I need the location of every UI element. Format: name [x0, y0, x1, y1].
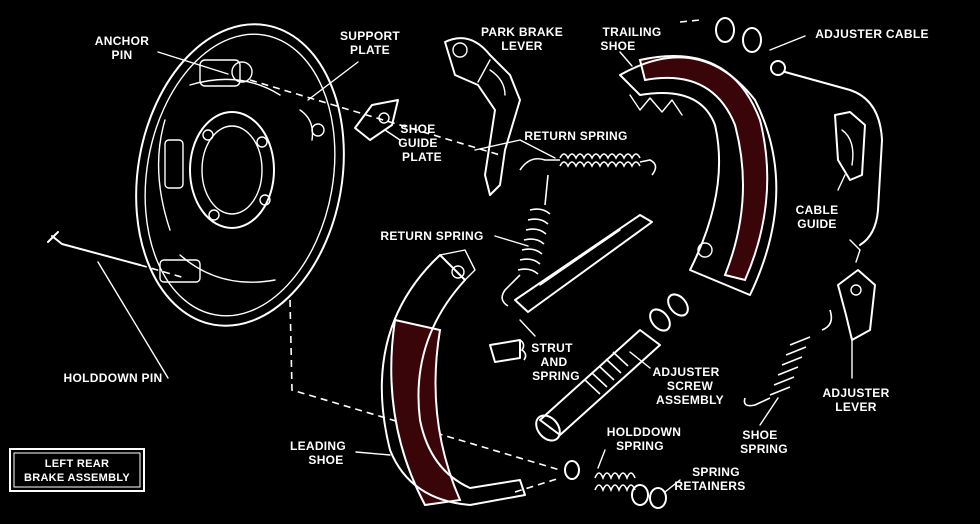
label-holddown-pin-line1: HOLDDOWN PIN [64, 371, 163, 385]
label-leading-shoe-line1: LEADING [290, 439, 346, 453]
label-spring-retainers: SPRING RETAINERS [674, 465, 745, 493]
label-adjuster-screw-assembly-line1: ADJUSTER [652, 365, 719, 379]
shoe-guide-plate-part [354, 99, 399, 141]
label-shoe-spring-line2: SPRING [740, 442, 788, 456]
leading-shoe-part [380, 249, 526, 507]
label-support-plate-line2: PLATE [350, 43, 390, 57]
adjuster-lever-part [837, 269, 876, 341]
strut-and-spring-part [489, 214, 653, 363]
adjuster-cable-part [770, 60, 883, 263]
label-cable-guide-line2: GUIDE [797, 217, 837, 231]
label-shoe-guide-plate: SHOE GUIDE PLATE [398, 122, 442, 164]
label-adjuster-screw-assembly: ADJUSTER SCREW ASSEMBLY [652, 365, 724, 407]
return-spring-top-part [519, 153, 657, 176]
label-anchor-pin-line1: ANCHOR [95, 34, 149, 48]
return-spring-mid-part [501, 174, 551, 307]
label-return-spring-mid: RETURN SPRING [380, 229, 483, 243]
top-washers-part [679, 17, 762, 53]
trailing-shoe-part [619, 55, 778, 296]
label-leading-shoe-line2: SHOE [308, 453, 343, 467]
label-support-plate: SUPPORT PLATE [340, 29, 400, 57]
label-strut-and-spring-line2: AND [541, 355, 568, 369]
label-strut-and-spring-line1: STRUT [531, 341, 573, 355]
label-shoe-spring: SHOE SPRING [740, 428, 788, 456]
label-shoe-spring-line1: SHOE [742, 428, 777, 442]
label-return-spring-top: RETURN SPRING [524, 129, 627, 143]
label-park-brake-lever-line1: PARK BRAKE [481, 25, 563, 39]
label-park-brake-lever-line2: LEVER [501, 39, 543, 53]
label-trailing-shoe-line1: TRAILING [602, 25, 661, 39]
label-anchor-pin-line2: PIN [112, 48, 133, 62]
holddown-guide-line [289, 299, 561, 471]
caption-line1: LEFT REAR [45, 458, 109, 470]
label-adjuster-lever: ADJUSTER LEVER [822, 386, 889, 414]
label-holddown-spring-line1: HOLDDOWN [607, 425, 681, 439]
adjuster-screw-assembly-part [535, 293, 689, 442]
label-park-brake-lever: PARK BRAKE LEVER [481, 25, 563, 53]
cable-guide-part [834, 111, 866, 181]
label-adjuster-cable: ADJUSTER CABLE [815, 27, 929, 41]
label-leading-shoe: LEADING SHOE [290, 439, 346, 467]
caption-line2: BRAKE ASSEMBLY [24, 472, 130, 484]
anchor-guide-line [249, 79, 501, 156]
label-cable-guide-line1: CABLE [796, 203, 839, 217]
leader-lines [97, 35, 853, 493]
label-shoe-guide-plate-line1: SHOE [400, 122, 435, 136]
label-holddown-pin: HOLDDOWN PIN [64, 371, 163, 385]
label-holddown-spring: HOLDDOWN SPRING [607, 425, 681, 453]
label-trailing-shoe-line2: SHOE [600, 39, 635, 53]
park-brake-lever-part [444, 37, 521, 196]
label-return-spring-mid-line1: RETURN SPRING [380, 229, 483, 243]
label-strut-and-spring-line3: SPRING [532, 369, 580, 383]
shoe-spring-part [743, 309, 833, 407]
label-strut-and-spring: STRUT AND SPRING [531, 341, 580, 383]
support-plate-part [135, 23, 345, 327]
holddown-spring-part [514, 460, 667, 509]
label-trailing-shoe: TRAILING SHOE [600, 25, 661, 53]
caption-box: LEFT REAR BRAKE ASSEMBLY [9, 448, 145, 492]
label-adjuster-cable-line1: ADJUSTER CABLE [815, 27, 929, 41]
label-anchor-pin: ANCHOR PIN [95, 34, 149, 62]
label-holddown-spring-line2: SPRING [616, 439, 664, 453]
label-shoe-guide-plate-line3: PLATE [402, 150, 442, 164]
label-support-plate-line1: SUPPORT [340, 29, 400, 43]
label-adjuster-screw-assembly-line2: SCREW [667, 379, 714, 393]
label-shoe-guide-plate-line2: GUIDE [398, 136, 438, 150]
holddown-pin-part [47, 231, 186, 279]
label-adjuster-lever-line1: ADJUSTER [822, 386, 889, 400]
label-adjuster-screw-assembly-line3: ASSEMBLY [656, 393, 724, 407]
label-spring-retainers-line1: SPRING [692, 465, 740, 479]
label-cable-guide: CABLE GUIDE [796, 203, 839, 231]
label-adjuster-lever-line2: LEVER [835, 400, 877, 414]
label-spring-retainers-line2: RETAINERS [674, 479, 745, 493]
label-return-spring-top-line1: RETURN SPRING [524, 129, 627, 143]
